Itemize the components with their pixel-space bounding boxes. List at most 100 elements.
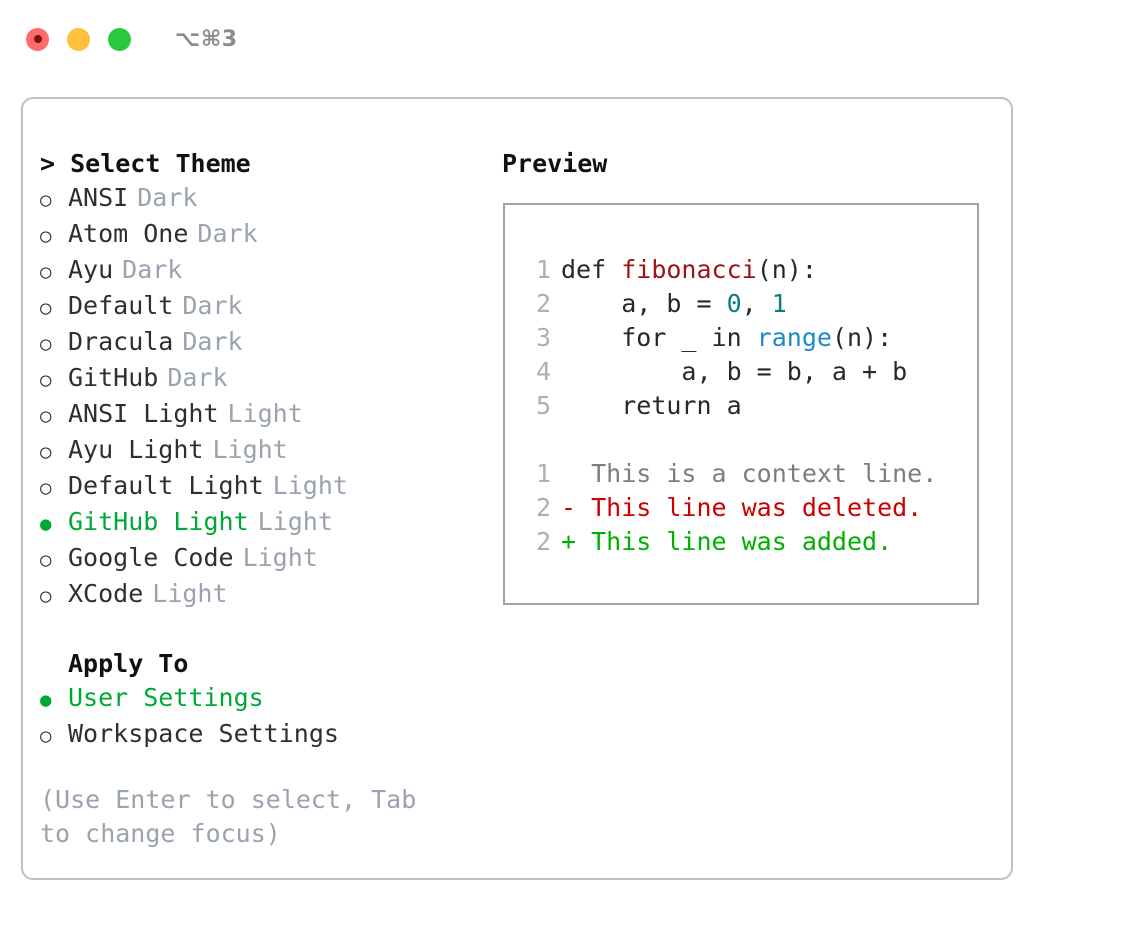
diff-line-add: 2 + This line was added. <box>523 525 977 559</box>
line-number: 2 <box>535 289 551 318</box>
theme-item-ansi[interactable]: ○ ANSI Dark <box>40 181 503 217</box>
diff-marker <box>561 459 591 488</box>
theme-item-category: Dark <box>137 183 198 212</box>
minimize-button[interactable] <box>67 27 90 51</box>
theme-item-category: Light <box>257 507 333 536</box>
line-number: 4 <box>535 357 551 386</box>
theme-item-ayu[interactable]: ○ Ayu Dark <box>40 253 503 289</box>
keyboard-hint-text: (Use Enter to select, Tab to change focu… <box>40 785 432 848</box>
code-line: 2 a, b = 0, 1 <box>523 287 977 321</box>
theme-item-github-light[interactable]: ● GitHub Light Light <box>40 505 503 541</box>
code-token-num: 1 <box>771 289 787 318</box>
code-token-fn: fibonacci <box>621 255 757 284</box>
line-number: 3 <box>535 323 551 352</box>
theme-item-category: Light <box>227 399 303 428</box>
theme-item-label: XCode <box>68 579 144 608</box>
theme-item-category: Dark <box>167 363 228 392</box>
theme-item-ansi-light[interactable]: ○ ANSI Light Light <box>40 397 503 433</box>
theme-item-label: GitHub Light <box>68 507 249 536</box>
radio-unselected-icon: ○ <box>40 585 52 607</box>
theme-item-ayu-light[interactable]: ○ Ayu Light Light <box>40 433 503 469</box>
theme-item-label: ANSI Light <box>68 399 219 428</box>
window-controls <box>26 27 131 51</box>
apply-to-option-workspace-settings[interactable]: ○ Workspace Settings <box>40 717 503 753</box>
radio-unselected-icon: ○ <box>40 549 52 571</box>
radio-unselected-icon: ○ <box>40 297 52 319</box>
theme-item-xcode[interactable]: ○ XCode Light <box>40 577 503 613</box>
theme-item-label: Ayu <box>68 255 114 284</box>
theme-item-label: Default Light <box>68 471 264 500</box>
code-token-plain: (n): <box>831 323 893 352</box>
radio-unselected-icon: ○ <box>40 189 52 211</box>
theme-item-label: Atom One <box>68 219 189 248</box>
line-number: 2 <box>535 527 551 556</box>
theme-item-category: Dark <box>182 327 243 356</box>
theme-item-default[interactable]: ○ Default Dark <box>40 289 503 325</box>
code-token-plain: a, b = b, a + b <box>561 357 908 386</box>
radio-unselected-icon: ○ <box>40 225 52 247</box>
radio-selected-icon: ● <box>40 513 52 535</box>
keyboard-shortcut-label: ⌥⌘3 <box>175 26 238 52</box>
code-line: 1 def fibonacci(n): <box>523 253 977 287</box>
apply-to-option-user-settings[interactable]: ● User Settings <box>40 681 503 717</box>
theme-item-category: Light <box>152 579 228 608</box>
theme-item-category: Light <box>242 543 318 572</box>
line-number: 2 <box>535 493 551 522</box>
diff-marker: + <box>561 527 592 556</box>
radio-unselected-icon: ○ <box>40 441 52 463</box>
diff-text: This line was added. <box>591 527 893 556</box>
close-button[interactable] <box>26 27 49 51</box>
zoom-button[interactable] <box>108 27 131 51</box>
apply-to-list[interactable]: ● User Settings ○ Workspace Settings <box>40 681 503 753</box>
theme-item-category: Dark <box>122 255 183 284</box>
theme-item-category: Dark <box>182 291 243 320</box>
section-header-select-theme: > Select Theme <box>40 149 251 178</box>
theme-item-github[interactable]: ○ GitHub Dark <box>40 361 503 397</box>
radio-unselected-icon: ○ <box>40 725 52 747</box>
apply-to-option-label: User Settings <box>68 683 264 712</box>
diff-text: This line was deleted. <box>591 493 923 522</box>
code-token-plain: a, b = <box>561 289 727 318</box>
theme-item-label: Ayu Light <box>68 435 204 464</box>
line-number: 1 <box>535 255 551 284</box>
code-token-plain: def <box>561 255 622 284</box>
code-line: 5 return a <box>523 389 977 423</box>
code-token-plain: (n): <box>756 255 817 284</box>
theme-item-google-code[interactable]: ○ Google Code Light <box>40 541 503 577</box>
radio-unselected-icon: ○ <box>40 369 52 391</box>
code-line: 4 a, b = b, a + b <box>523 355 977 389</box>
code-token-num: 0 <box>726 289 742 318</box>
apply-to-option-label: Workspace Settings <box>68 719 339 748</box>
code-token-plain: for _ in <box>561 323 757 352</box>
theme-item-category: Light <box>272 471 348 500</box>
radio-unselected-icon: ○ <box>40 261 52 283</box>
diff-line-del: 2- This line was deleted. <box>523 491 977 525</box>
code-token-builtin: range <box>756 323 832 352</box>
preview-title: Preview <box>502 149 608 178</box>
theme-item-label: GitHub <box>68 363 159 392</box>
theme-item-category: Light <box>212 435 288 464</box>
radio-unselected-icon: ○ <box>40 405 52 427</box>
code-token-plain: , <box>741 289 772 318</box>
diff-line-ctx: 1 This is a context line. <box>523 457 977 491</box>
code-line: 3 for _ in range(n): <box>523 321 977 355</box>
theme-item-label: Dracula <box>68 327 174 356</box>
diff-text: This is a context line. <box>591 459 938 488</box>
theme-item-label: Default <box>68 291 174 320</box>
theme-item-label: ANSI <box>68 183 129 212</box>
radio-selected-icon: ● <box>40 689 52 711</box>
code-token-plain: return a <box>561 391 742 420</box>
section-header-apply-to: Apply To <box>68 649 189 678</box>
line-number: 1 <box>535 459 551 488</box>
theme-item-label: Google Code <box>68 543 234 572</box>
